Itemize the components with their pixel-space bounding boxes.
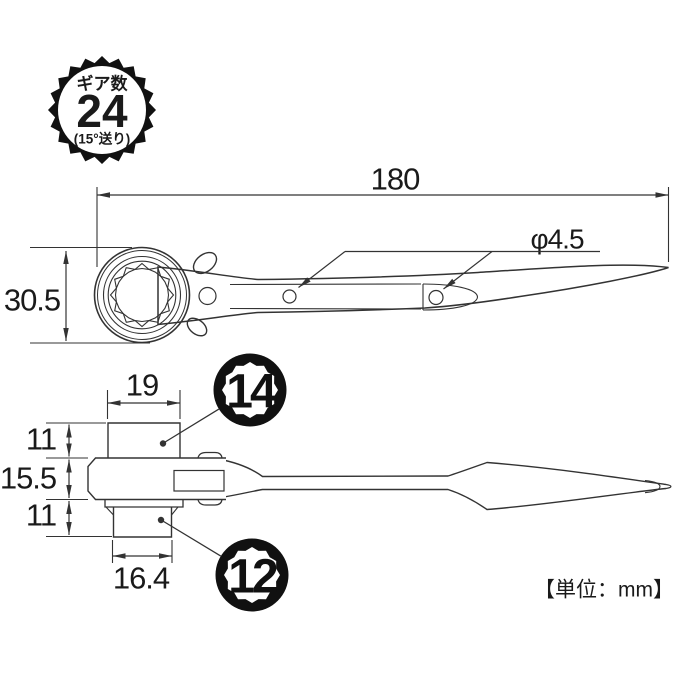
socket-size-12-text: 12	[228, 551, 277, 604]
socket-bore-circle	[107, 260, 177, 330]
selector-tab-bottom	[197, 499, 223, 506]
socket-12-flange	[104, 499, 184, 508]
dimension-stack-left: 11 15.5 11	[0, 422, 112, 538]
handle-bottom-edge	[217, 487, 667, 511]
blade-tip-cap	[665, 483, 672, 490]
dimension-hole-phi-4-5: φ4.5	[298, 224, 600, 290]
body-slot	[173, 469, 225, 492]
dimension-text-11-bottom: 11	[26, 498, 56, 533]
ratchet-body-fill	[88, 458, 226, 500]
ratchet-body-outline	[87, 457, 226, 501]
extension-lines	[111, 540, 173, 563]
dimension-text-180: 180	[371, 162, 420, 197]
grip-recess-top-line	[229, 283, 422, 286]
handle-top-edge	[217, 458, 667, 486]
socket-12-outline	[112, 507, 173, 538]
dimension-text-16-4: 16.4	[113, 561, 170, 596]
socket-12-chamfers	[105, 506, 179, 516]
socket-profile-icon	[222, 362, 278, 418]
leader-dot	[157, 516, 165, 524]
ring-chamfer-circle	[102, 255, 182, 335]
leader-line	[161, 519, 222, 557]
gear-count-label: ギア数	[77, 74, 129, 94]
socket-profile-icon	[224, 547, 280, 603]
leader-arrow-left	[298, 251, 346, 288]
grip-recess-bottom-line	[229, 307, 422, 310]
dimension-text-15-5: 15.5	[0, 461, 56, 496]
socket-12pt-teeth	[109, 262, 175, 328]
pawl-pivot-hole	[198, 286, 217, 306]
unit-label: 【単位：mm】	[534, 579, 674, 602]
leader-dot	[159, 440, 167, 447]
selector-tab-top	[197, 451, 223, 459]
dimension-socket14-width-19: 19	[106, 368, 181, 419]
dimension-text-19: 19	[126, 368, 158, 403]
handle-hole-left	[282, 289, 297, 304]
badge-inner-circle	[58, 66, 146, 154]
socket-size-14-text: 14	[226, 366, 277, 419]
ring-head-inner-edge	[97, 250, 187, 340]
dimension-head-height-30-5: 30.5	[4, 246, 150, 344]
gear-feed-angle-label: (15°送り)	[74, 131, 130, 147]
dimension-text-30-5: 30.5	[4, 283, 60, 318]
side-view-drawing	[93, 246, 669, 344]
handle-hole-right	[428, 289, 444, 306]
dimension-length-180: 180	[96, 162, 670, 267]
dimension-text-phi-4-5: φ4.5	[530, 224, 584, 255]
gear-count-value: 24	[76, 85, 128, 137]
socket-size-12-badge: 12	[157, 516, 289, 612]
socket-12pt-bore	[114, 267, 170, 323]
socket-14-outline	[107, 422, 181, 458]
dimension-socket12-width-16-4: 16.4	[111, 540, 173, 596]
socket-size-14-badge: 14	[159, 353, 287, 447]
ratchet-lever-bump-bottom	[186, 317, 208, 337]
leader-arrow-right	[443, 251, 493, 290]
gear-count-badge: ギア数 24 (15°送り)	[48, 56, 156, 164]
top-down-view-drawing	[87, 422, 672, 538]
dimension-text-11-top: 11	[26, 422, 56, 457]
blade-edge-curve	[644, 479, 661, 494]
leader-line	[163, 408, 220, 444]
wrench-handle-silhouette	[157, 264, 669, 326]
